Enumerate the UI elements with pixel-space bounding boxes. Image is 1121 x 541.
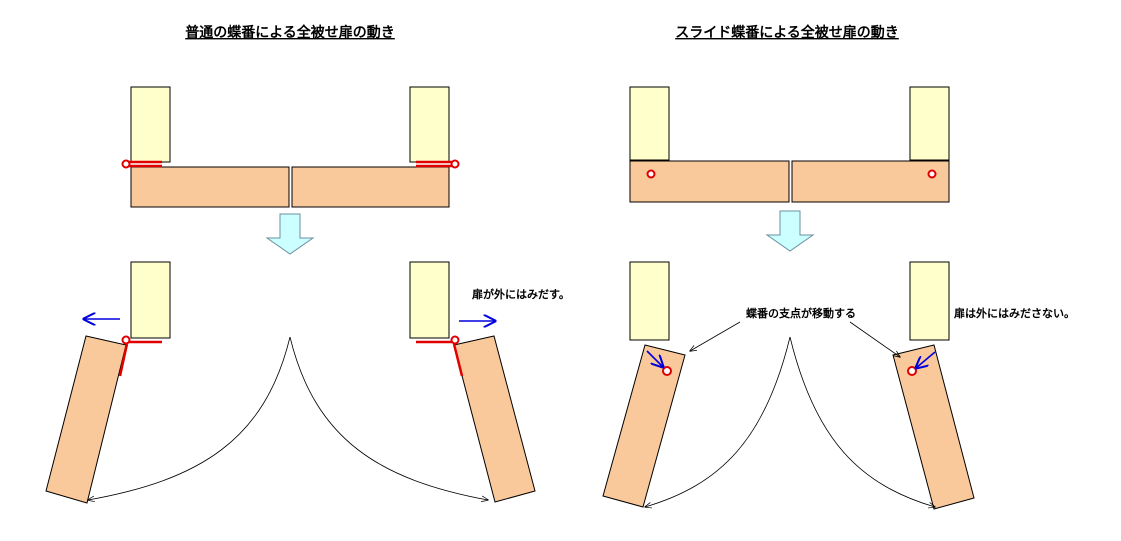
- left-frame-post-left: [130, 86, 171, 163]
- left-open-frame-post-right: [409, 261, 450, 339]
- right-label-pointer-left: [690, 321, 741, 351]
- left-swing-arc-left: [88, 336, 291, 500]
- right-transition-arrow: [765, 210, 815, 252]
- left-hinge-pivot-right: [450, 159, 460, 169]
- left-panel-title: 普通の蝶番による全被せ扉の動き: [185, 24, 395, 41]
- right-open-door-leaf-right: [892, 344, 975, 510]
- left-closed-state: [121, 86, 460, 208]
- right-hinge-pivot-right: [927, 169, 937, 179]
- right-panel: スライド蝶番による全被せ扉の動き: [602, 24, 1075, 510]
- left-open-frame-post-left: [130, 261, 171, 339]
- left-hinge-pivot-left: [121, 159, 131, 169]
- left-swing-arc-right: [289, 336, 488, 500]
- right-closed-state: [629, 86, 950, 203]
- right-note-door-stays-inside: 扉は外にはみださない。: [954, 306, 1075, 320]
- right-open-state: 蝶番の支点が移動する 扉は外にはみださない。: [602, 261, 1075, 510]
- right-open-frame-post-left: [629, 261, 670, 341]
- right-frame-post-left: [629, 86, 670, 161]
- right-door-leaf-left: [629, 160, 790, 203]
- left-open-hinge-pivot-left: [121, 335, 131, 345]
- left-open-hinge-arm-left: [118, 343, 129, 377]
- right-label-pointer-right: [849, 321, 900, 357]
- left-door-leaf-left: [130, 166, 290, 208]
- right-swing-arc-right: [789, 336, 935, 507]
- left-door-leaf-right: [291, 166, 450, 208]
- right-swing-arc-left: [645, 336, 791, 507]
- left-open-state: 扉が外にはみだす。: [45, 261, 570, 504]
- left-open-door-leaf-left: [45, 335, 127, 504]
- right-hinge-pivot-left: [646, 169, 656, 179]
- right-panel-title: スライド蝶番による全被せ扉の動き: [675, 24, 899, 41]
- left-transition-arrow: [265, 213, 315, 255]
- right-door-leaf-right: [791, 160, 950, 203]
- right-open-frame-post-right: [909, 261, 950, 341]
- left-note-door-protrudes: 扉が外にはみだす。: [472, 287, 570, 301]
- left-open-door-leaf-right: [453, 335, 536, 503]
- left-open-hinge-arm-right: [452, 343, 464, 377]
- left-frame-post-right: [409, 86, 450, 163]
- right-open-hinge-pivot-right: [907, 366, 917, 376]
- left-panel: 普通の蝶番による全被せ扉の動き: [45, 24, 570, 504]
- right-note-pivot-moves: 蝶番の支点が移動する: [746, 306, 856, 320]
- right-open-hinge-pivot-left: [662, 366, 672, 376]
- right-pivot-shift-arrow-left: [646, 350, 663, 367]
- left-open-hinge-pivot-right: [450, 335, 460, 345]
- right-open-door-leaf-left: [602, 344, 686, 508]
- right-frame-post-right: [909, 86, 950, 161]
- right-pivot-shift-arrow-right: [916, 351, 936, 368]
